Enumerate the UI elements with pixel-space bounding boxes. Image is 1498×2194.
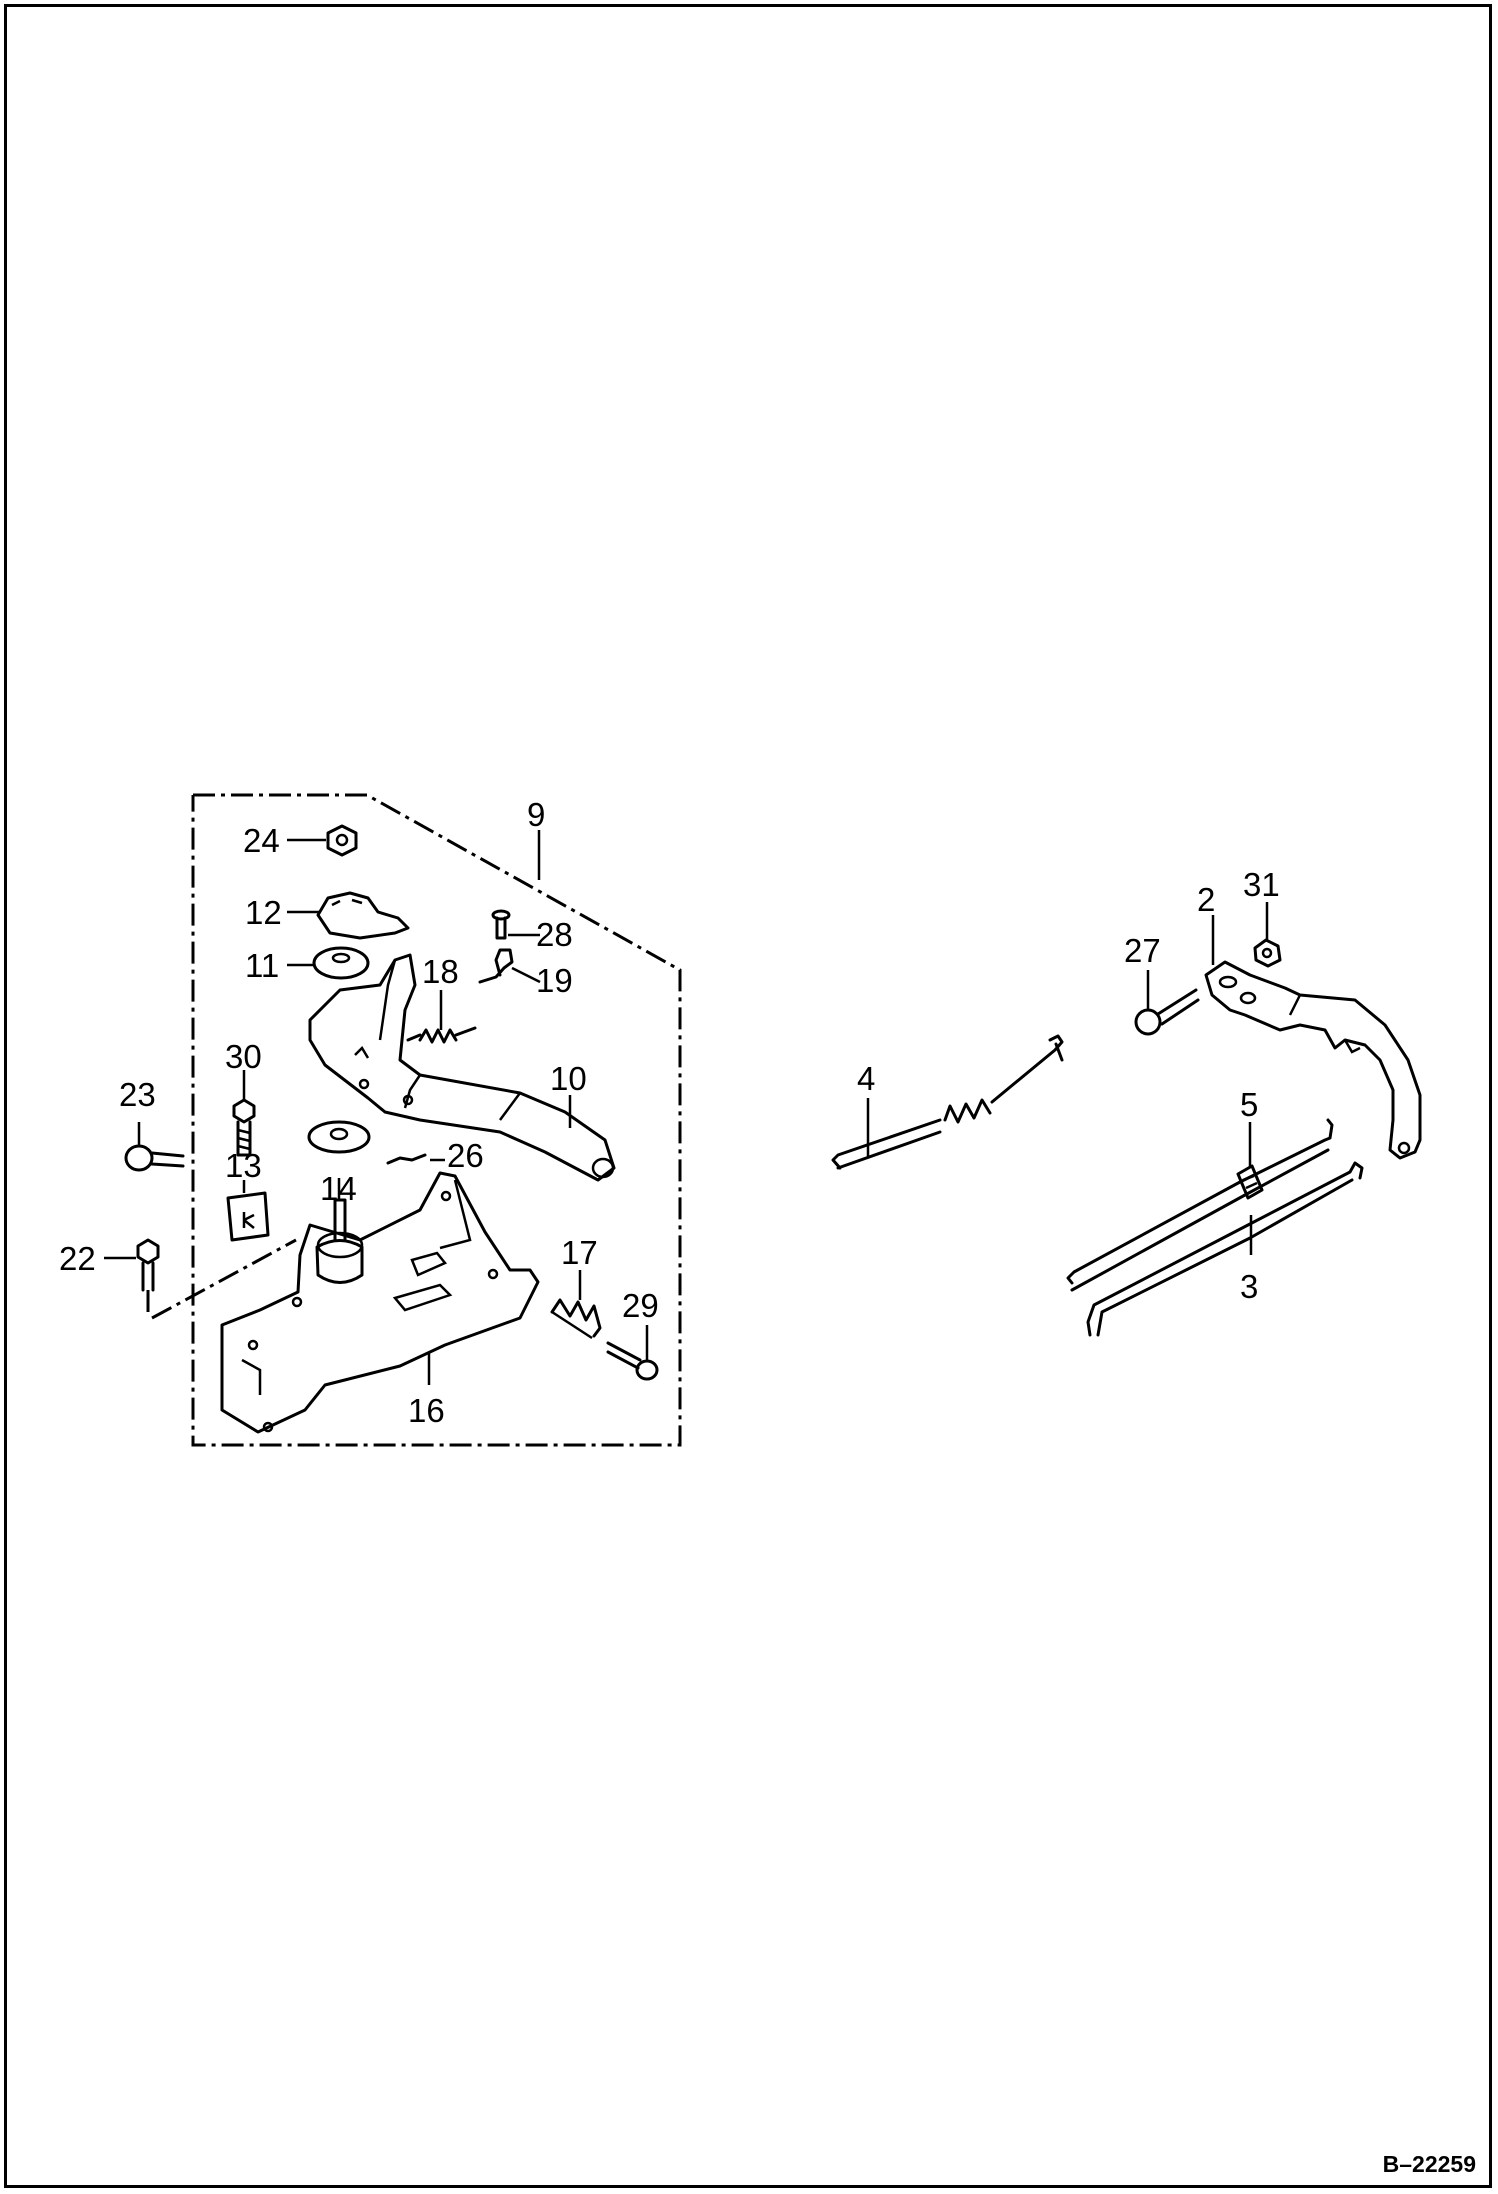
- part-11-washer: [312, 946, 370, 980]
- callout-13: 13: [225, 1147, 262, 1184]
- diagram-frame: [4, 4, 1492, 2188]
- callout-16: 16: [408, 1392, 445, 1429]
- part-24-nut: [326, 824, 358, 857]
- part-19-clip: [478, 948, 514, 984]
- callout-3: 3: [1240, 1268, 1258, 1305]
- callout-30: 30: [225, 1038, 262, 1075]
- callout-18: 18: [422, 953, 459, 990]
- callout-31: 31: [1243, 866, 1280, 903]
- part-26-pin: [386, 1153, 427, 1165]
- bracket-guide-line: [151, 1238, 297, 1320]
- callout-23: 23: [119, 1076, 156, 1113]
- part-13-bracket: [226, 1191, 270, 1242]
- part-2-lever-arm: [1204, 960, 1422, 1160]
- callout-11: 11: [245, 947, 279, 984]
- callout-14: 14: [320, 1170, 357, 1207]
- callout-22: 22: [59, 1240, 96, 1277]
- callout-2: 2: [1197, 881, 1215, 918]
- part-5-rod-clip: [1236, 1164, 1264, 1200]
- figure-reference-code: B–22259: [1382, 2151, 1476, 2177]
- callout-17: 17: [561, 1234, 598, 1271]
- part-18-spring: [406, 1026, 477, 1044]
- callout-27: 27: [1124, 932, 1161, 969]
- part-10-governor-lever: [308, 953, 616, 1182]
- callout-26: 26: [447, 1137, 484, 1174]
- callout-12: 12: [245, 894, 282, 931]
- callout-5: 5: [1240, 1086, 1258, 1123]
- part-22-bolt: [136, 1238, 160, 1292]
- part-23-bolt: [124, 1144, 185, 1172]
- callout-19: 19: [536, 962, 573, 999]
- part-4-spring-rod: [831, 1034, 1064, 1170]
- part-27-bolt: [1134, 988, 1200, 1036]
- leader-lines: [104, 830, 1269, 1385]
- callout-29: 29: [622, 1287, 659, 1324]
- callout-9: 9: [527, 796, 545, 833]
- part-3-linkage-rod: [1066, 1118, 1364, 1337]
- part-28-bolt: [491, 909, 511, 940]
- callout-10: 10: [550, 1060, 587, 1097]
- part-14-washer: [307, 1120, 371, 1154]
- part-16-base-plate: [220, 1171, 540, 1434]
- callout-4: 4: [857, 1060, 875, 1097]
- part-31-nut: [1253, 938, 1282, 968]
- part-17-spring: [550, 1298, 602, 1340]
- callout-28: 28: [536, 916, 573, 953]
- part-29-bolt: [606, 1341, 659, 1381]
- callout-24: 24: [243, 822, 280, 859]
- part-12-plate: [316, 891, 410, 940]
- assembly-9-outline: [191, 793, 682, 1447]
